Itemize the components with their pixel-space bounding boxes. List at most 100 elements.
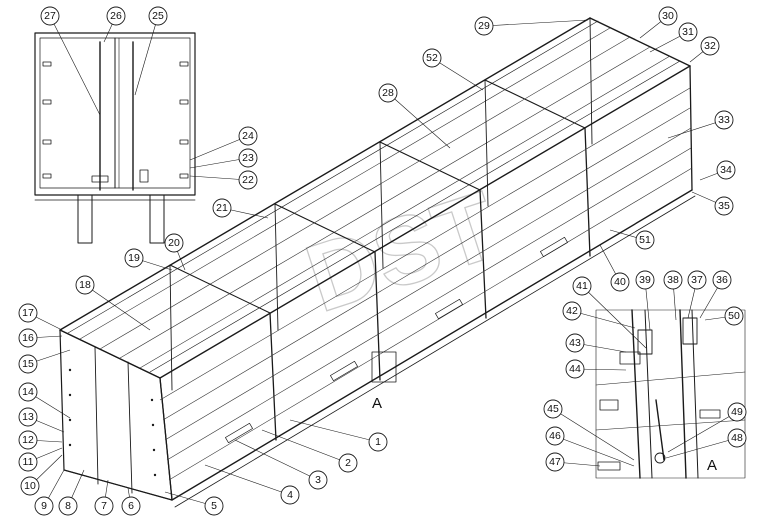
callout-circle — [474, 16, 494, 36]
callout-8: 8 — [58, 469, 85, 516]
callout-circle — [635, 230, 655, 250]
callout-number: 52 — [426, 52, 438, 64]
callout-circle — [610, 272, 630, 292]
callout-number: 31 — [682, 26, 694, 38]
callout-number: 34 — [720, 164, 732, 176]
leader-line — [667, 411, 738, 453]
callout-circle — [212, 198, 232, 218]
callout-number: 37 — [691, 274, 703, 286]
callout-number: 20 — [168, 237, 180, 249]
callout-number: 3 — [315, 474, 321, 486]
callout-number: 24 — [242, 130, 254, 142]
callout-circle — [308, 470, 328, 490]
callout-circle — [280, 485, 300, 505]
callout-circle — [148, 6, 168, 26]
callout-number: 48 — [731, 432, 743, 444]
callout-circle — [635, 270, 655, 290]
callout-41: 41 — [572, 276, 647, 349]
callout-number: 29 — [478, 20, 490, 32]
callout-circle — [378, 83, 398, 103]
callout-circle — [18, 430, 38, 450]
callout-circle — [40, 6, 60, 26]
callout-14: 14 — [18, 382, 71, 419]
callout-33: 33 — [667, 110, 734, 139]
callout-26: 26 — [103, 6, 126, 43]
callout-number: 39 — [639, 274, 651, 286]
callout-number: 4 — [287, 489, 293, 501]
callout-number: 43 — [569, 337, 581, 349]
callout-circle — [368, 432, 388, 452]
callout-circle — [238, 170, 258, 190]
leader-line — [431, 57, 484, 91]
callout-circle — [18, 354, 38, 374]
callout-15: 15 — [18, 349, 71, 374]
callout-35: 35 — [691, 191, 734, 216]
leader-line — [84, 284, 151, 331]
callout-12: 12 — [18, 430, 63, 450]
leader-line — [189, 135, 249, 161]
callout-number: 40 — [614, 276, 626, 288]
callout-24: 24 — [189, 126, 258, 161]
callout-51: 51 — [609, 229, 655, 250]
callout-number: 14 — [22, 386, 34, 398]
callout-4: 4 — [204, 464, 300, 505]
callout-circle — [572, 276, 592, 296]
leader-line — [552, 408, 635, 461]
callout-circle — [18, 452, 38, 472]
callout-number: 22 — [242, 174, 254, 186]
callout-3: 3 — [234, 439, 328, 490]
callout-number: 16 — [22, 332, 34, 344]
callout-49: 49 — [667, 402, 747, 453]
callout-circle — [58, 496, 78, 516]
callout-5: 5 — [164, 491, 224, 516]
callout-number: 6 — [128, 500, 134, 512]
callout-28: 28 — [378, 83, 451, 149]
callout-circle — [727, 402, 747, 422]
leader-line — [387, 92, 451, 149]
callout-number: 19 — [128, 252, 140, 264]
callout-circle — [714, 110, 734, 130]
callout-circle — [20, 476, 40, 496]
view-mark-a: A — [372, 395, 382, 412]
callout-1: 1 — [289, 419, 388, 452]
callout-number: 44 — [569, 363, 581, 375]
callout-19: 19 — [124, 248, 173, 271]
leader-line — [483, 19, 589, 27]
callout-number: 27 — [44, 10, 56, 22]
callout-circle — [34, 496, 54, 516]
callout-39: 39 — [635, 270, 655, 331]
callout-number: 18 — [79, 279, 91, 291]
callout-circle — [543, 399, 563, 419]
callout-circle — [663, 270, 683, 290]
callout-number: 38 — [667, 274, 679, 286]
callout-number: 46 — [549, 430, 561, 442]
callout-6: 6 — [121, 487, 141, 516]
callout-10: 10 — [20, 454, 63, 496]
callout-2: 2 — [261, 429, 358, 473]
leader-line — [571, 310, 636, 329]
callout-circle — [164, 233, 184, 253]
leader-line — [289, 419, 379, 443]
rear-doors-inset — [34, 32, 196, 244]
callout-18: 18 — [75, 275, 151, 331]
callout-23: 23 — [189, 148, 258, 169]
callout-layer: 1234567891011121314151617181920212223242… — [18, 6, 747, 516]
leader-line — [665, 437, 738, 459]
leader-line — [204, 464, 291, 496]
callout-circle — [106, 6, 126, 26]
callout-number: 36 — [716, 274, 728, 286]
callout-number: 7 — [101, 500, 107, 512]
leader-line — [234, 439, 319, 481]
callout-45: 45 — [543, 399, 635, 461]
leader-line — [667, 119, 725, 139]
callout-number: 10 — [24, 480, 36, 492]
callout-circle — [687, 270, 707, 290]
callout-circle — [714, 196, 734, 216]
callout-circle — [338, 453, 358, 473]
callout-circle — [124, 248, 144, 268]
callout-30: 30 — [639, 6, 678, 39]
callout-circle — [18, 382, 38, 402]
callout-number: 12 — [22, 434, 34, 446]
callout-29: 29 — [474, 16, 589, 36]
